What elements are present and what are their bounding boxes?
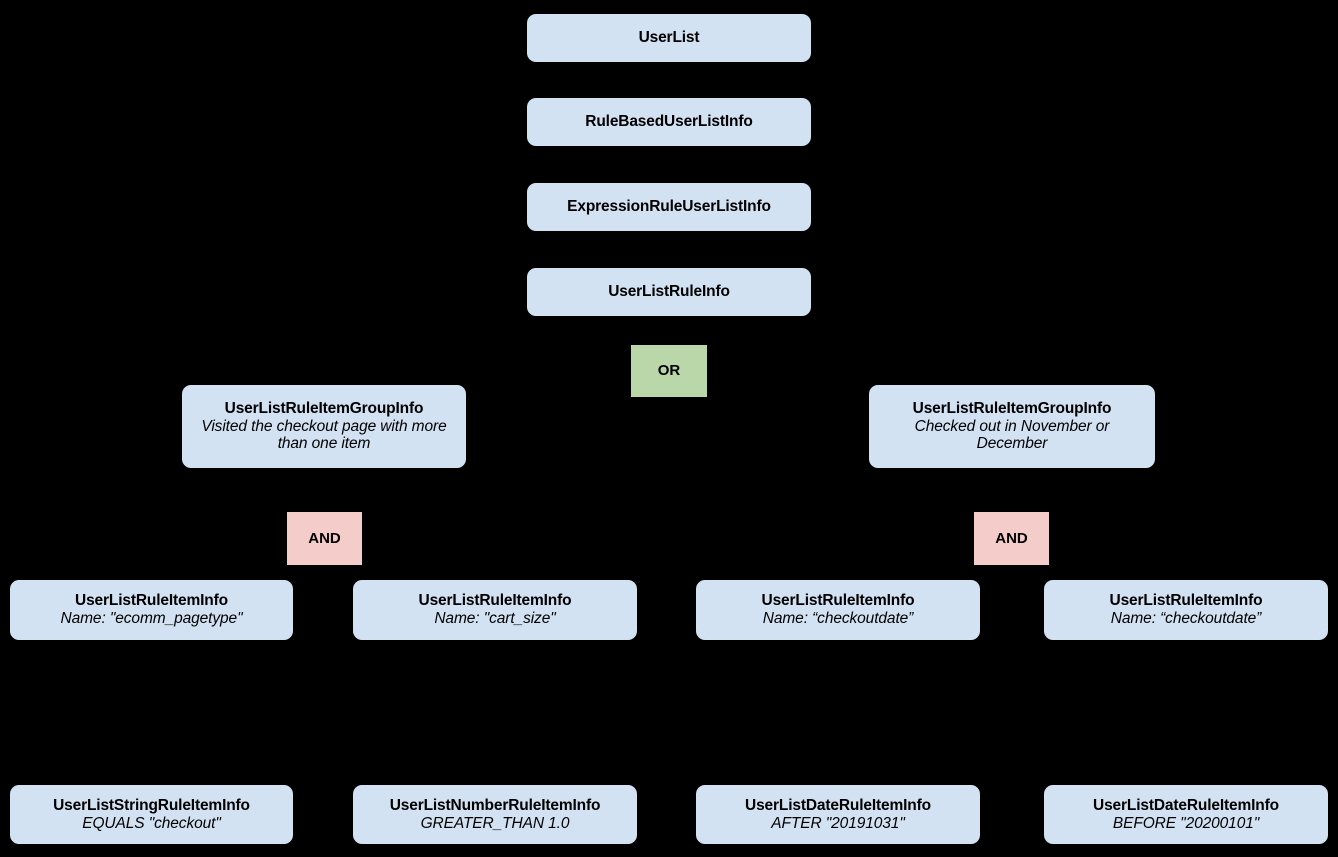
node-leaf-number-rule-item[interactable]: UserListNumberRuleItemInfo GREATER_THAN … bbox=[353, 785, 637, 844]
node-title: UserListNumberRuleItemInfo bbox=[389, 796, 601, 814]
node-rule-based-user-list-info[interactable]: RuleBasedUserListInfo bbox=[527, 98, 811, 146]
node-expression-rule-user-list-info[interactable]: ExpressionRuleUserListInfo bbox=[527, 183, 811, 231]
node-title: UserListRuleInfo bbox=[608, 283, 730, 301]
node-subtitle: AFTER "20191031" bbox=[771, 814, 905, 832]
arrowhead-group-left bbox=[325, 370, 345, 389]
node-title: UserListRuleItemInfo bbox=[418, 592, 572, 610]
node-subtitle: Name: “checkoutdate” bbox=[762, 610, 914, 627]
operator-label: AND bbox=[308, 529, 341, 547]
node-title: UserListRuleItemInfo bbox=[761, 592, 915, 610]
node-title: UserListRuleItemGroupInfo bbox=[912, 399, 1112, 417]
node-subtitle: Checked out in November or December bbox=[914, 417, 1110, 453]
arrowhead-leaf-2 bbox=[486, 771, 504, 789]
operator-or[interactable]: OR bbox=[631, 345, 707, 397]
arrowhead-rule-item-3 bbox=[829, 566, 847, 584]
node-leaf-date-rule-item-after[interactable]: UserListDateRuleItemInfo AFTER "20191031… bbox=[696, 785, 980, 844]
node-group-right[interactable]: UserListRuleItemGroupInfo Checked out in… bbox=[869, 385, 1155, 468]
node-rule-item-4[interactable]: UserListRuleItemInfo Name: “checkoutdate… bbox=[1044, 580, 1328, 640]
arrowhead-leaf-4 bbox=[1177, 771, 1195, 789]
edge-or-to-group-left bbox=[333, 328, 671, 375]
node-title: RuleBasedUserListInfo bbox=[585, 113, 753, 131]
edge-or-to-group-right bbox=[667, 328, 1005, 375]
node-subtitle: GREATER_THAN 1.0 bbox=[420, 814, 570, 832]
node-rule-item-1[interactable]: UserListRuleItemInfo Name: "ecomm_pagety… bbox=[10, 580, 293, 640]
node-title: ExpressionRuleUserListInfo bbox=[567, 198, 771, 216]
node-rule-item-2[interactable]: UserListRuleItemInfo Name: "cart_size" bbox=[353, 580, 637, 640]
node-title: UserListRuleItemGroupInfo bbox=[224, 399, 424, 417]
node-leaf-date-rule-item-before[interactable]: UserListDateRuleItemInfo BEFORE "2020010… bbox=[1044, 785, 1328, 844]
node-group-left[interactable]: UserListRuleItemGroupInfo Visited the ch… bbox=[182, 385, 466, 468]
node-subtitle: Visited the checkout page with more than… bbox=[201, 417, 447, 453]
node-title: UserListStringRuleItemInfo bbox=[53, 796, 250, 814]
arrowhead-leaf-3 bbox=[829, 771, 847, 789]
node-user-list[interactable]: UserList bbox=[527, 14, 811, 62]
arrowhead-rule-item-2 bbox=[486, 566, 504, 584]
node-subtitle: BEFORE "20200101" bbox=[1112, 814, 1260, 832]
node-subtitle: Name: "cart_size" bbox=[434, 610, 556, 627]
node-user-list-rule-info[interactable]: UserListRuleInfo bbox=[527, 268, 811, 316]
arrowhead-rule-item-1 bbox=[142, 566, 160, 584]
arrowhead-group-right bbox=[993, 370, 1013, 389]
node-rule-item-3[interactable]: UserListRuleItemInfo Name: “checkoutdate… bbox=[696, 580, 980, 640]
node-subtitle: EQUALS "checkout" bbox=[82, 814, 221, 832]
operator-and-right[interactable]: AND bbox=[974, 512, 1049, 565]
operator-label: AND bbox=[995, 529, 1028, 547]
arrowhead-rule-item-4 bbox=[1177, 566, 1195, 584]
arrowhead-leaf-1 bbox=[142, 771, 160, 789]
node-subtitle: Name: “checkoutdate” bbox=[1110, 610, 1262, 627]
node-leaf-string-rule-item[interactable]: UserListStringRuleItemInfo EQUALS "check… bbox=[10, 785, 293, 844]
node-title: UserList bbox=[638, 29, 700, 47]
node-subtitle: Name: "ecomm_pagetype" bbox=[60, 610, 243, 627]
node-title: UserListRuleItemInfo bbox=[1109, 592, 1263, 610]
node-title: UserListDateRuleItemInfo bbox=[1093, 796, 1279, 814]
node-title: UserListRuleItemInfo bbox=[75, 592, 228, 610]
operator-and-left[interactable]: AND bbox=[287, 512, 362, 565]
node-title: UserListDateRuleItemInfo bbox=[745, 796, 931, 814]
operator-label: OR bbox=[657, 362, 681, 380]
